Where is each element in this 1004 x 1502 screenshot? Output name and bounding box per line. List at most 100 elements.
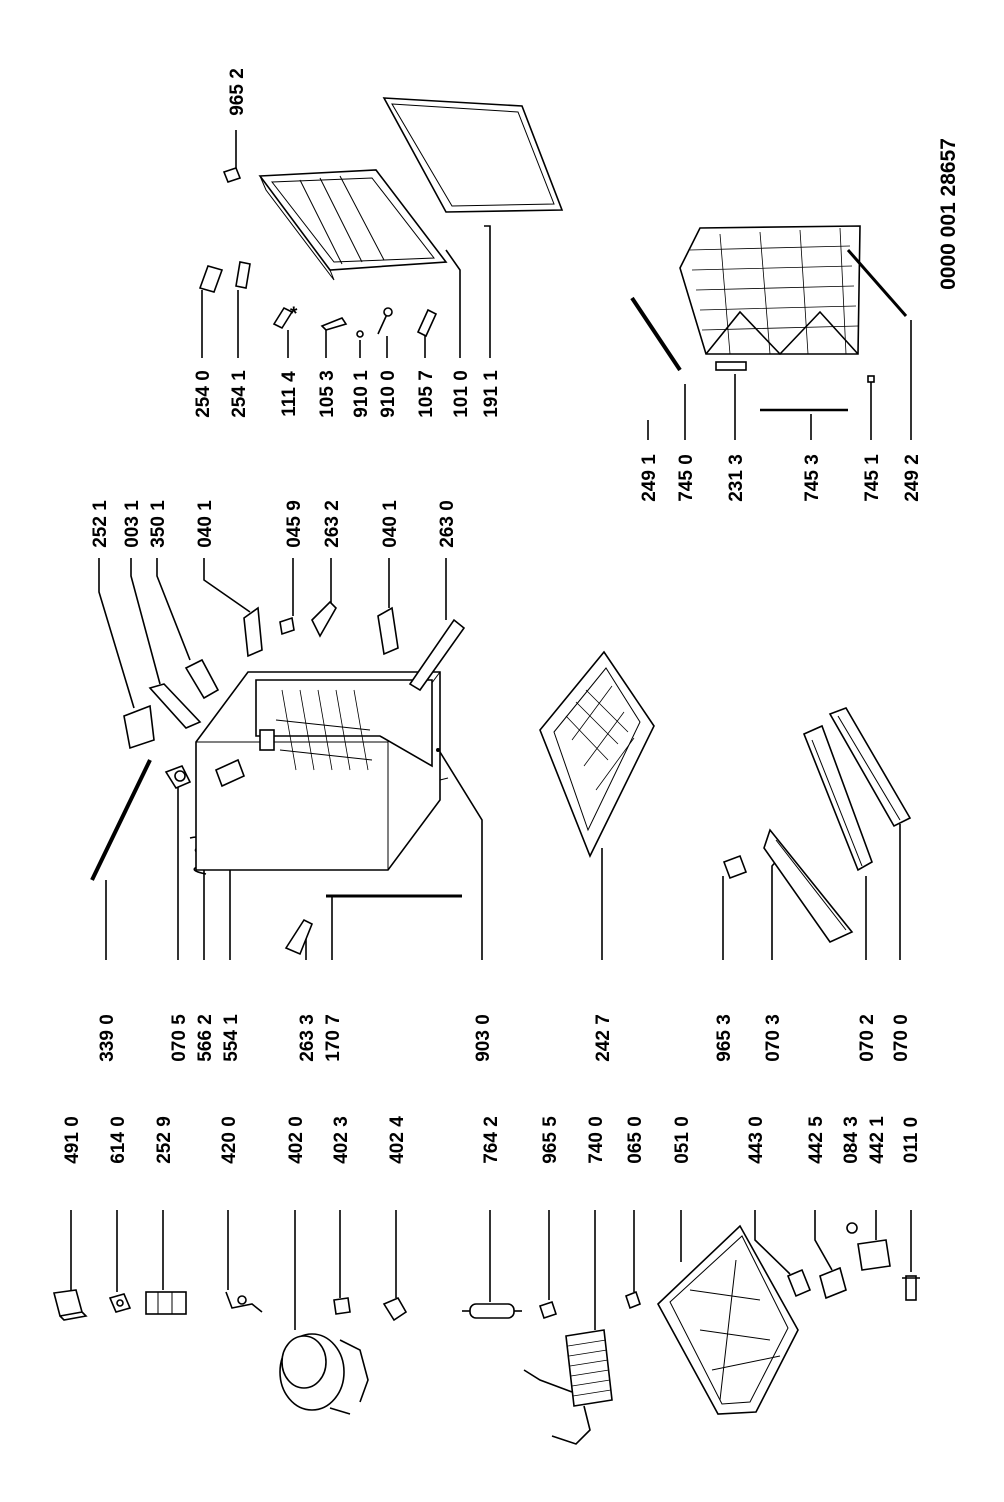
label-070-5: 070 5 xyxy=(169,1014,190,1062)
label-070-3: 070 3 xyxy=(763,1014,784,1062)
part-965-3: 965 3 xyxy=(714,854,748,1062)
label-249-1: 249 1 xyxy=(639,454,660,502)
part-040-1-lower: 040 1 xyxy=(377,500,401,656)
label-614-0: 614 0 xyxy=(108,1116,129,1164)
label-231-3: 231 3 xyxy=(726,454,747,502)
part-491-0: 491 0 xyxy=(52,1116,88,1321)
part-070-3: 070 3 xyxy=(763,828,854,1062)
label-051-0: 051 0 xyxy=(672,1116,693,1164)
label-070-2: 070 2 xyxy=(857,1014,878,1062)
label-249-2: 249 2 xyxy=(902,454,923,502)
label-084-3: 084 3 xyxy=(841,1116,862,1164)
label-252-1: 252 1 xyxy=(90,500,111,548)
part-231-3: 231 3 xyxy=(715,361,747,502)
label-263-3: 263 3 xyxy=(297,1014,318,1062)
part-252-1: 252 1 xyxy=(90,500,155,750)
label-764-2: 764 2 xyxy=(481,1116,502,1164)
label-065-0: 065 0 xyxy=(625,1116,646,1164)
part-252-9: 252 9 xyxy=(145,1116,187,1315)
part-254-1: 254 1 xyxy=(229,261,251,418)
part-254-0: 254 0 xyxy=(193,265,224,418)
label-339-0: 339 0 xyxy=(97,1014,118,1062)
label-003-1: 003 1 xyxy=(122,500,143,548)
label-491-0: 491 0 xyxy=(62,1116,83,1164)
part-105-7: 105 7 xyxy=(416,308,438,418)
part-339-0: 339 0 xyxy=(90,759,152,1062)
label-402-0: 402 0 xyxy=(286,1116,307,1164)
document-number: 0000 001 28657 xyxy=(937,138,960,290)
label-111-4: 111 4 xyxy=(279,371,300,417)
part-249-1: 249 1 xyxy=(630,296,682,502)
label-040-1-upper: 040 1 xyxy=(195,500,216,548)
part-614-0: 614 0 xyxy=(108,1116,132,1313)
label-045-9: 045 9 xyxy=(284,500,305,548)
label-263-0: 263 0 xyxy=(437,500,458,548)
part-420-0: 420 0 xyxy=(219,1116,263,1313)
part-554-1: 554 1 xyxy=(221,840,243,1062)
part-263-3: 263 3 xyxy=(284,918,318,1062)
part-084-3: 084 3 xyxy=(841,1116,862,1234)
part-249-2: 249 2 xyxy=(846,249,923,502)
part-101-0-lid: 101 0 xyxy=(258,169,472,418)
part-910-1: 910 1 xyxy=(351,330,372,418)
part-965-5: 965 5 xyxy=(538,1116,561,1320)
label-105-3: 105 3 xyxy=(317,370,338,418)
part-745-1: 745 1 xyxy=(862,375,883,502)
part-402-0-compressor: 402 0 xyxy=(279,1116,369,1415)
part-263-0: 263 0 xyxy=(408,500,466,692)
label-101-0: 101 0 xyxy=(451,370,472,418)
label-105-7: 105 7 xyxy=(416,370,437,418)
label-745-3: 745 3 xyxy=(802,454,823,502)
part-070-5: 070 5 xyxy=(164,764,192,1062)
part-740-0-condenser: 740 0 xyxy=(523,1116,613,1445)
label-263-2: 263 2 xyxy=(322,500,343,548)
part-350-1: 350 1 xyxy=(148,500,220,700)
label-252-9: 252 9 xyxy=(154,1116,175,1164)
part-764-2: 764 2 xyxy=(462,1116,522,1319)
part-051-0-base: 051 0 xyxy=(657,1116,799,1415)
label-040-1-lower: 040 1 xyxy=(380,500,401,548)
label-442-1: 442 1 xyxy=(867,1116,888,1164)
label-402-4: 402 4 xyxy=(387,1116,408,1164)
part-242-7-drawer: 242 7 xyxy=(539,650,655,1062)
part-965-2: 965 2 xyxy=(222,68,248,183)
part-040-1-upper: 040 1 xyxy=(195,500,263,658)
part-745-0-basket: 745 0 xyxy=(676,225,861,502)
part-070-2: 070 2 xyxy=(802,724,878,1062)
label-442-5: 442 5 xyxy=(806,1116,827,1164)
label-740-0: 740 0 xyxy=(586,1116,607,1164)
label-191-1: 191 1 xyxy=(481,370,502,418)
asterisk-note: * xyxy=(290,304,298,325)
label-566-2: 566 2 xyxy=(195,1014,216,1062)
part-443-0: 443 0 xyxy=(746,1116,812,1298)
label-965-3: 965 3 xyxy=(714,1014,735,1062)
cabinet-body xyxy=(195,671,449,871)
label-070-0: 070 0 xyxy=(891,1014,912,1062)
part-191-1-gasket: 191 1 xyxy=(382,97,564,418)
part-105-3: 105 3 xyxy=(317,317,348,418)
part-003-1: 003 1 xyxy=(122,500,202,729)
part-065-0: 065 0 xyxy=(625,1116,646,1310)
part-910-0: 910 0 xyxy=(377,307,399,418)
part-170-7: 170 7 xyxy=(323,894,462,1062)
label-903-0: 903 0 xyxy=(473,1014,494,1062)
label-965-2: 965 2 xyxy=(227,68,248,116)
part-402-4: 402 4 xyxy=(382,1116,408,1322)
label-254-1: 254 1 xyxy=(229,370,250,418)
label-443-0: 443 0 xyxy=(746,1116,767,1164)
part-402-3: 402 3 xyxy=(331,1116,352,1315)
label-965-5: 965 5 xyxy=(540,1116,561,1164)
label-745-0: 745 0 xyxy=(676,454,697,502)
part-903-0: 903 0 xyxy=(436,748,494,1062)
label-402-3: 402 3 xyxy=(331,1116,352,1164)
label-554-1: 554 1 xyxy=(221,1014,242,1062)
label-910-1: 910 1 xyxy=(351,370,372,418)
part-745-3: 745 3 xyxy=(760,408,848,502)
label-011-0: 011 0 xyxy=(901,1117,922,1164)
label-350-1: 350 1 xyxy=(148,500,169,548)
part-111-4: 111 4 * xyxy=(272,304,300,417)
part-263-2: 263 2 xyxy=(311,500,343,638)
label-420-0: 420 0 xyxy=(219,1116,240,1164)
label-254-0: 254 0 xyxy=(193,370,214,418)
